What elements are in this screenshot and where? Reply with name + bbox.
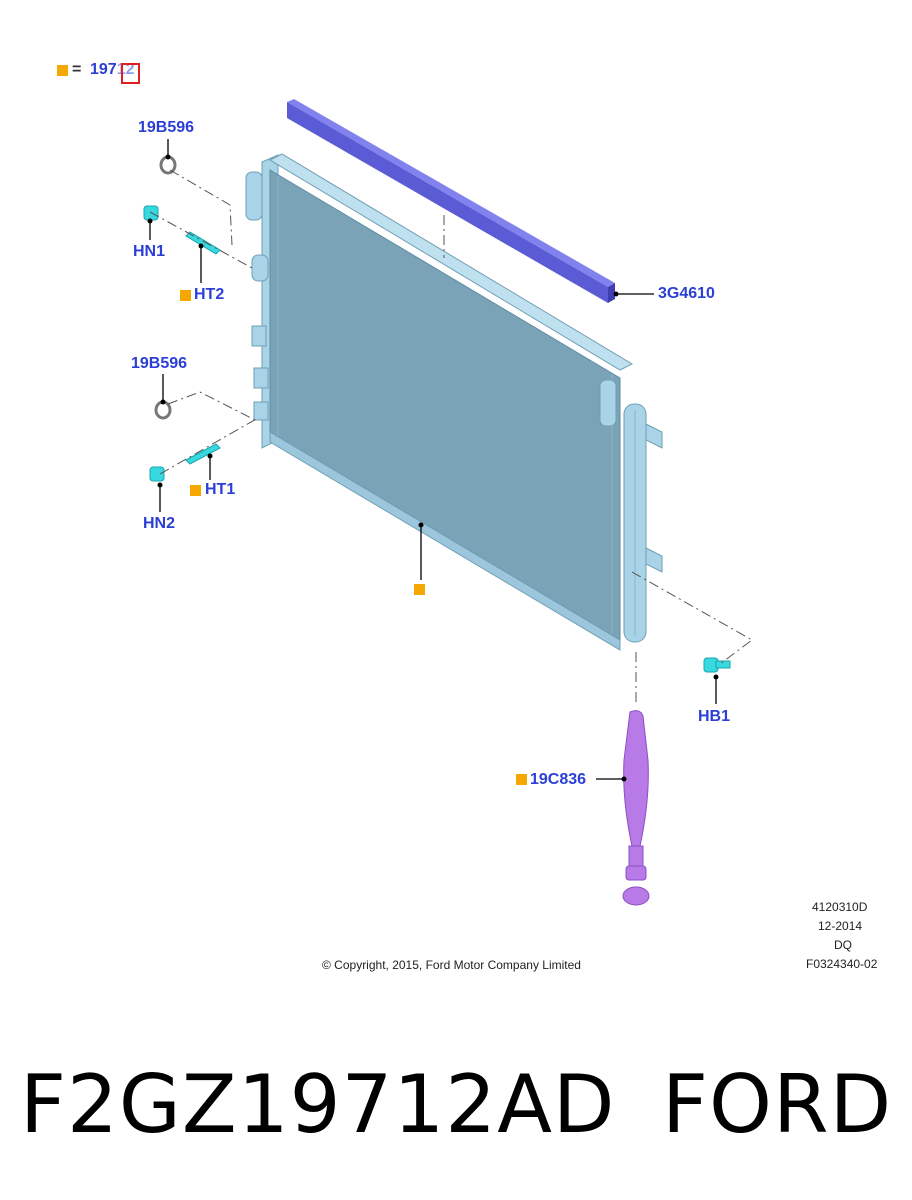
callout-nut-hn1[interactable]: HN1 <box>133 243 166 260</box>
title-block-date: 12-2014 <box>818 919 863 933</box>
nut-hn2[interactable] <box>149 466 165 482</box>
title-block-ref: 4120310D <box>812 900 868 914</box>
callout-nut-hn2[interactable]: HN2 <box>143 515 176 532</box>
title-block-figure: F0324340-02 <box>806 957 878 971</box>
callout-stud-ht1[interactable]: HT1 <box>205 481 236 498</box>
assembly-lines <box>149 169 753 706</box>
callout-washer-top[interactable]: 19B596 <box>138 119 195 136</box>
callout-drier[interactable]: 19C836 <box>530 771 587 788</box>
highlight-box <box>121 63 140 84</box>
footer-brand: FORD <box>662 1058 893 1151</box>
callout-drier-swatch <box>516 774 527 785</box>
legend-swatch <box>57 65 68 76</box>
callout-stud-ht2[interactable]: HT2 <box>194 286 225 303</box>
copyright-notice: © Copyright, 2015, Ford Motor Company Li… <box>322 958 581 972</box>
callout-washer-mid[interactable]: 19B596 <box>131 355 188 372</box>
exploded-view-illustration <box>143 99 753 906</box>
parts-diagram: = 19712 <box>57 61 878 972</box>
callout-condenser-swatch[interactable] <box>414 584 425 595</box>
callout-stud-ht1-swatch <box>190 485 201 496</box>
legend-part-prefix: 197 <box>90 61 117 78</box>
leader-lines <box>149 139 717 780</box>
legend-equals: = <box>72 61 82 78</box>
title-block-code: DQ <box>834 938 852 952</box>
drier-19c836[interactable] <box>622 710 650 906</box>
callout-bolt-hb1[interactable]: HB1 <box>698 708 731 725</box>
condenser-assembly[interactable] <box>245 153 663 651</box>
leader-dots <box>147 154 719 782</box>
footer-part-number: F2GZ19712AD <box>20 1058 616 1151</box>
callout-stud-ht2-swatch <box>180 290 191 301</box>
seal-strip-3g4610[interactable] <box>287 99 615 303</box>
stud-ht2[interactable] <box>185 231 221 255</box>
bolt-hb1[interactable] <box>703 657 731 673</box>
callout-seal-strip[interactable]: 3G4610 <box>658 285 715 302</box>
stud-ht1[interactable] <box>185 443 221 465</box>
